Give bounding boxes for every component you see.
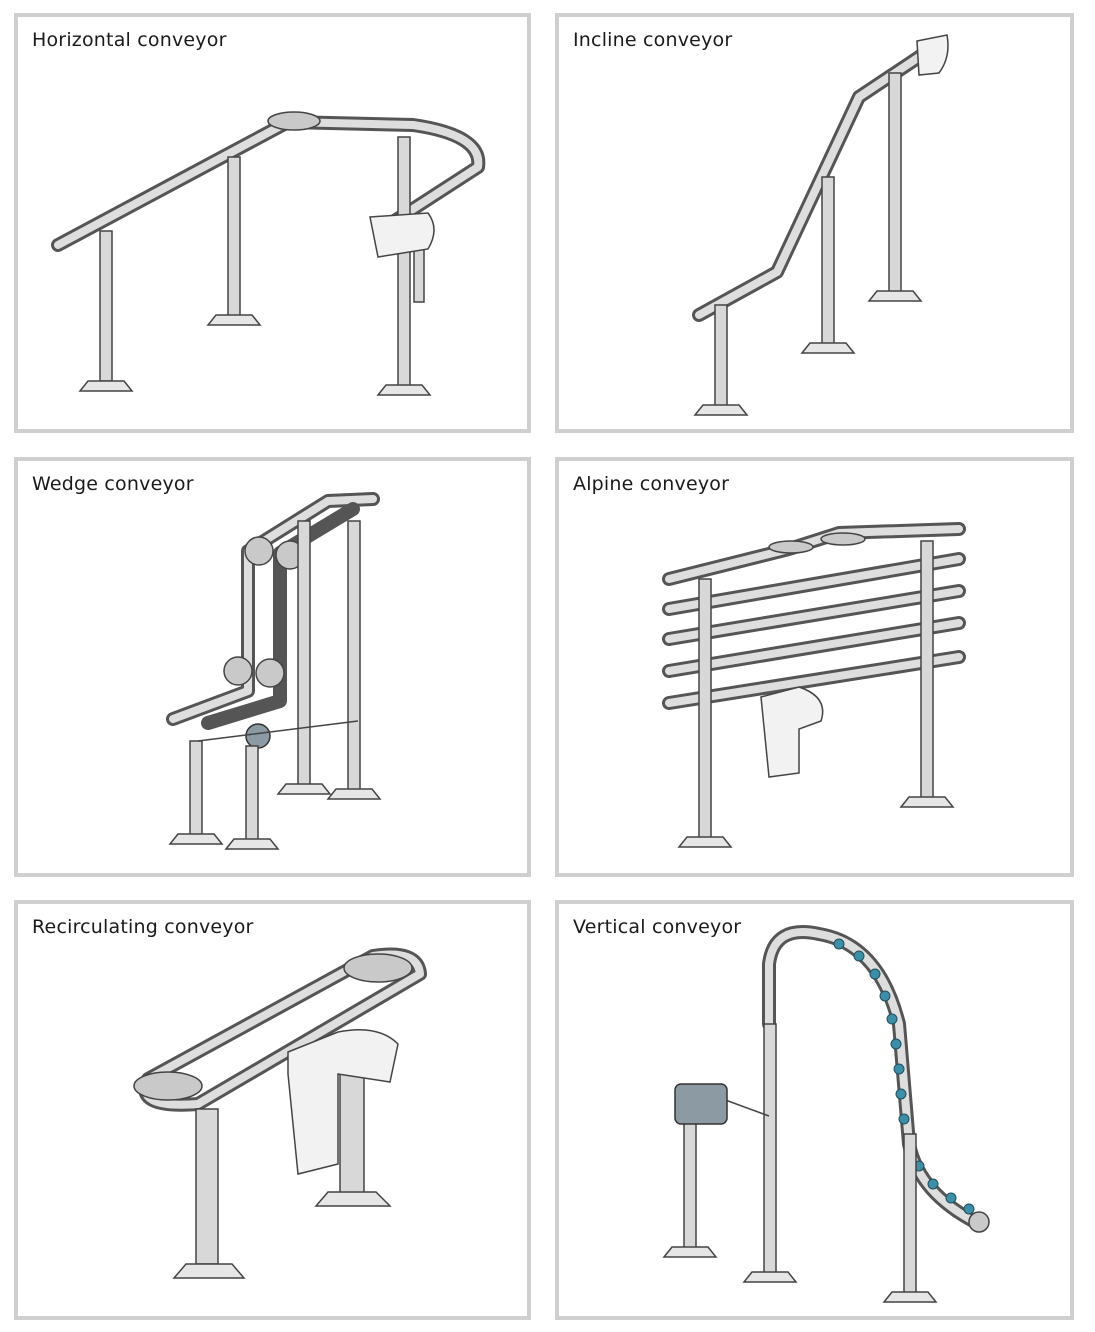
panel-title: Recirculating conveyor bbox=[32, 916, 254, 938]
panel-wedge-conveyor: Wedge conveyor bbox=[14, 457, 531, 877]
incline-conveyor-illustration bbox=[692, 34, 949, 416]
panel-alpine-conveyor: Alpine conveyor bbox=[555, 457, 1074, 877]
panel-horizontal-conveyor: Horizontal conveyor bbox=[14, 13, 531, 433]
panel-recirculating-conveyor: Recirculating conveyor bbox=[14, 900, 531, 1320]
alpine-conveyor-illustration bbox=[662, 522, 966, 848]
alpine-tier-4 bbox=[662, 616, 966, 678]
panel-vertical-conveyor: Vertical conveyor bbox=[555, 900, 1074, 1320]
panel-incline-conveyor: Incline conveyor bbox=[555, 13, 1074, 433]
alpine-tier-3 bbox=[662, 584, 966, 646]
panel-title: Horizontal conveyor bbox=[32, 29, 227, 51]
vertical-conveyor-illustration bbox=[662, 925, 990, 1303]
horizontal-conveyor-illustration bbox=[51, 111, 486, 396]
alpine-tier-2 bbox=[662, 552, 966, 616]
panel-title: Vertical conveyor bbox=[573, 916, 742, 938]
panel-title: Alpine conveyor bbox=[573, 473, 730, 495]
recirculating-conveyor-illustration bbox=[133, 947, 427, 1279]
panel-title: Incline conveyor bbox=[573, 29, 733, 51]
alpine-tier-1 bbox=[662, 522, 966, 586]
panel-title: Wedge conveyor bbox=[32, 473, 194, 495]
alpine-tier-5 bbox=[662, 650, 966, 710]
wedge-conveyor-illustration bbox=[166, 492, 382, 850]
